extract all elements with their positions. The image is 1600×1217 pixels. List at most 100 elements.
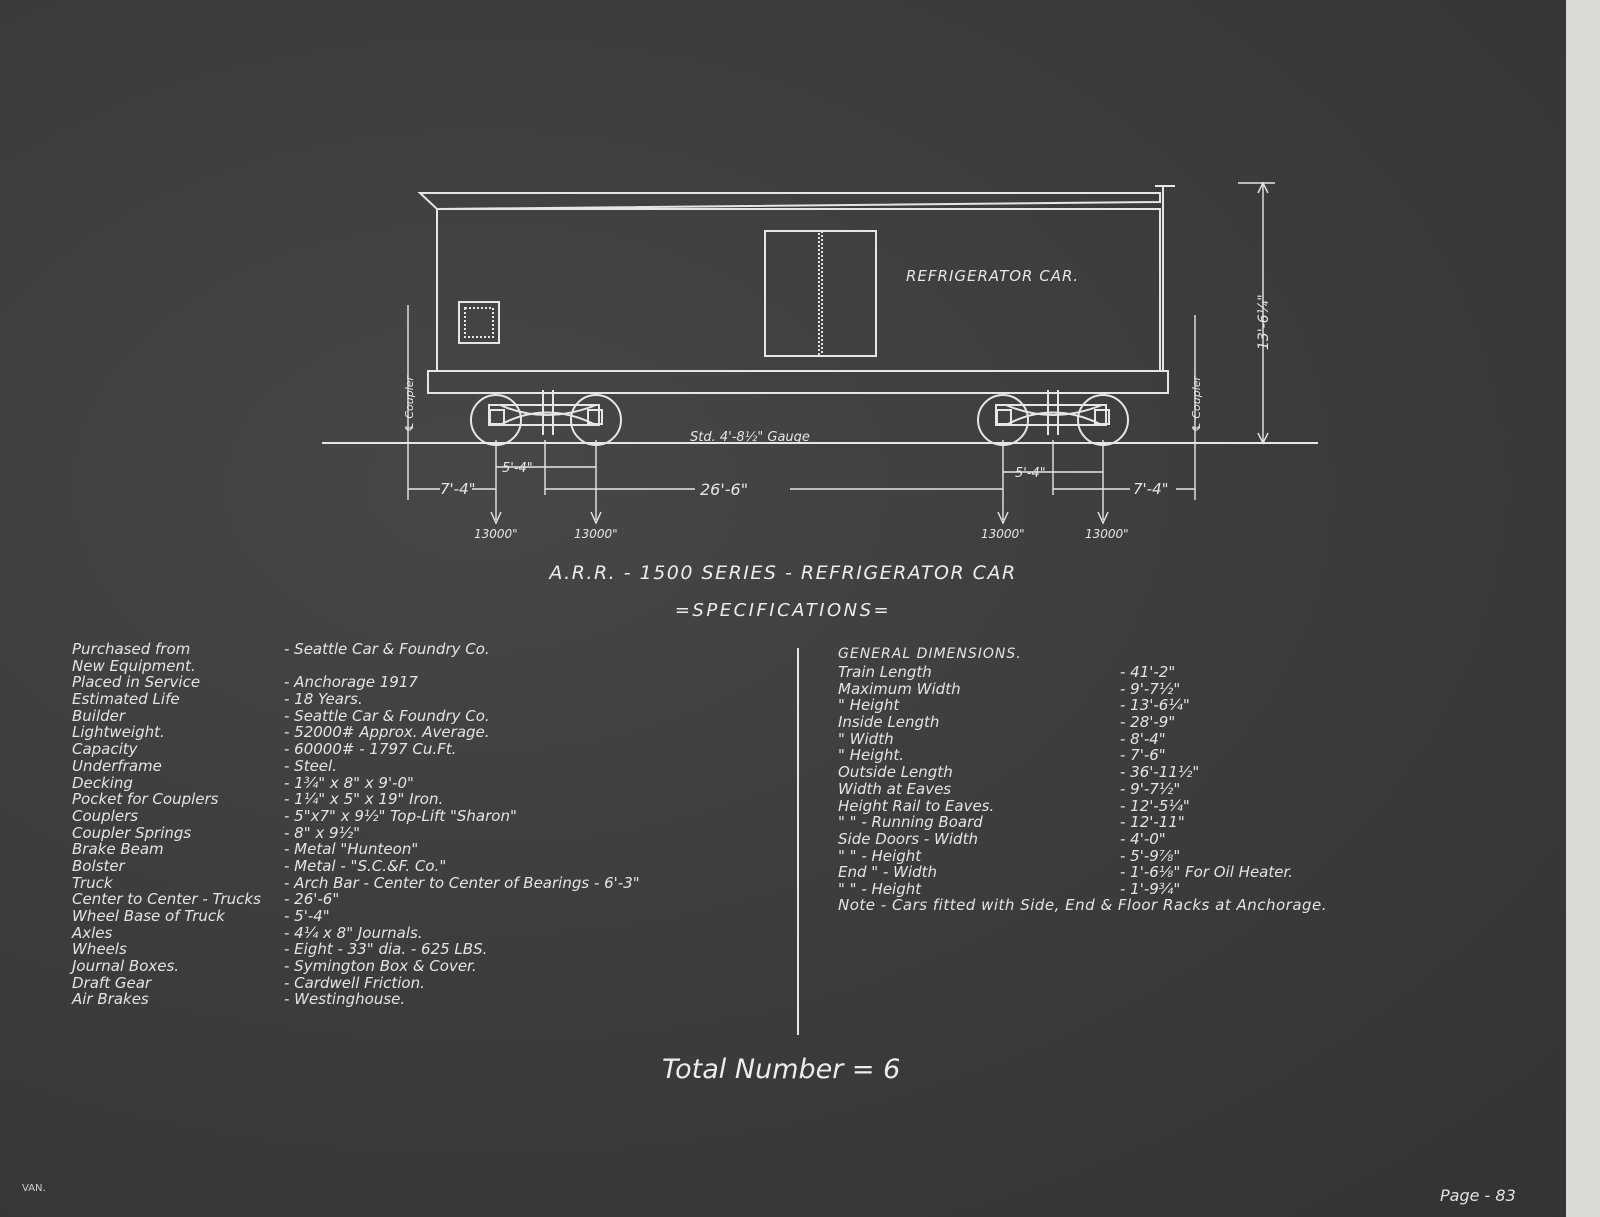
- load-label: 13000": [1085, 527, 1129, 541]
- spec-value: - Steel.: [284, 756, 337, 775]
- spec-label: New Equipment.: [72, 656, 196, 675]
- load-label: 13000": [981, 527, 1025, 541]
- spec-row: Train Length- 41'-2": [838, 664, 1558, 681]
- car-roof: [417, 192, 1161, 211]
- spec-value: - 12'-11": [1120, 813, 1185, 832]
- spec-label: End " - Width: [838, 863, 938, 882]
- spec-label: Capacity: [72, 740, 138, 759]
- racks-note: Note - Cars fitted with Side, End & Floo…: [838, 896, 1328, 914]
- coupler-left-label: ℄ Coupler: [403, 374, 416, 432]
- end-hatch: [458, 301, 500, 344]
- drafter-initials: VAN.: [22, 1183, 46, 1194]
- spec-label: Air Brakes: [72, 990, 149, 1009]
- spec-value: - Metal "Hunteon": [284, 840, 419, 859]
- spec-row: Draft Gear- Cardwell Friction.: [72, 975, 772, 992]
- spec-value: - Westinghouse.: [284, 990, 406, 1009]
- specs-right-column: GENERAL DIMENSIONS. Train Length- 41'-2"…: [838, 646, 1558, 898]
- spec-row: Journal Boxes.- Symington Box & Cover.: [72, 958, 772, 975]
- spec-value: - 5"x7" x 9½" Top-Lift "Sharon": [284, 806, 517, 825]
- spec-value: - 1'-9¾": [1120, 879, 1181, 898]
- spec-row: Center to Center - Trucks - 26'-6": [72, 891, 772, 908]
- wheelbase-right-label: 5'-4": [1015, 466, 1046, 481]
- side-door-right: [821, 230, 877, 357]
- spec-row: Underframe - Steel.: [72, 758, 772, 775]
- spec-label: Axles: [72, 923, 113, 942]
- spec-row: " " - Height - 5'-9⅞": [838, 846, 1558, 865]
- spec-label: " " - Height: [838, 846, 922, 865]
- spec-value: - 12'-5¼": [1120, 796, 1190, 815]
- spec-label: Inside Length: [838, 713, 940, 732]
- spec-label: Underframe: [72, 756, 162, 775]
- spec-label: Lightweight.: [72, 723, 165, 742]
- car-label: REFRIGERATOR CAR.: [906, 267, 1079, 285]
- spec-value: - Symington Box & Cover.: [284, 957, 477, 976]
- spec-value: - 8'-4": [1120, 729, 1166, 748]
- spec-label: Center to Center - Trucks: [72, 890, 261, 909]
- spec-value: - 26'-6": [284, 890, 340, 909]
- spec-label: Builder: [72, 706, 126, 725]
- spec-value: - 60000# - 1797 Cu.Ft.: [284, 740, 457, 759]
- load-label: 13000": [574, 527, 618, 541]
- spec-label: Pocket for Couplers: [72, 790, 219, 809]
- spec-value: - 28'-9": [1120, 713, 1176, 732]
- spec-row: Axles- 4¼ x 8" Journals.: [72, 923, 772, 942]
- spec-row: Truck - Arch Bar - Center to Center of Be…: [72, 873, 772, 892]
- spec-row: Brake Beam - Metal "Hunteon": [72, 841, 772, 858]
- spec-row: Builder - Seattle Car & Foundry Co.: [72, 708, 772, 725]
- spec-label: Purchased from: [72, 640, 191, 658]
- spec-value: - Seattle Car & Foundry Co.: [284, 706, 490, 725]
- general-dimensions-heading: GENERAL DIMENSIONS.: [838, 646, 1022, 662]
- specs-left-column: Purchased from - Seattle Car & Foundry Co…: [72, 641, 772, 1008]
- spec-label: " Height: [838, 696, 900, 715]
- spec-row: Capacity - 60000# - 1797 Cu.Ft.: [72, 741, 772, 758]
- spec-value: - Metal - "S.C.&F. Co.": [284, 856, 447, 875]
- spec-row: Decking - 1¾" x 8" x 9'-0": [72, 773, 772, 792]
- spec-label: Brake Beam: [72, 840, 164, 859]
- spec-value: - 8" x 9½": [284, 823, 361, 842]
- spec-value: - 1¾" x 8" x 9'-0": [284, 773, 414, 792]
- spec-value: - 41'-2": [1120, 663, 1176, 681]
- spec-value: - 52000# Approx. Average.: [284, 723, 490, 742]
- spec-row: " " - Height - 1'-9¾": [838, 881, 1558, 898]
- spec-row: Wheels- Eight - 33" dia. - 625 LBS.: [72, 941, 772, 958]
- spec-value: - 5'-4": [284, 907, 330, 925]
- spec-value: - 36'-11½": [1120, 763, 1200, 782]
- spec-value: - 13'-6¼": [1120, 696, 1190, 715]
- spec-row: " Width - 8'-4": [838, 731, 1558, 748]
- height-dimension: 13'-6¼": [1256, 294, 1272, 350]
- spec-label: Maximum Width: [838, 679, 961, 698]
- specifications-heading: =SPECIFICATIONS=: [674, 600, 892, 621]
- spec-row: End " - Width - 1'-6⅛" For Oil Heater.: [838, 864, 1558, 881]
- spec-label: Decking: [72, 773, 133, 792]
- side-door-left: [764, 230, 820, 357]
- spec-label: Side Doors - Width: [838, 829, 978, 848]
- total-number: Total Number = 6: [662, 1054, 901, 1085]
- spec-label: Couplers: [72, 806, 139, 825]
- spec-label: " Width: [838, 729, 894, 748]
- spec-row: Couplers - 5"x7" x 9½" Top-Lift "Sharon": [72, 808, 772, 825]
- spec-row: Air Brakes - Westinghouse.: [72, 991, 772, 1008]
- spec-value: - 9'-7½": [1120, 679, 1181, 698]
- spec-label: Placed in Service: [72, 673, 201, 692]
- spec-label: Estimated Life: [72, 690, 180, 709]
- spec-row: Wheel Base of Truck- 5'-4": [72, 908, 772, 925]
- overhang-left-label: 7'-4": [440, 480, 476, 498]
- spec-value: - Eight - 33" dia. - 625 LBS.: [284, 940, 488, 959]
- spec-label: Draft Gear: [72, 973, 152, 992]
- spec-label: Truck: [72, 873, 113, 892]
- spec-value: - 1'-6⅛" For Oil Heater.: [1120, 863, 1294, 882]
- spec-row: Purchased from- Seattle Car & Foundry Co…: [72, 641, 772, 658]
- spec-row: Side Doors - Width- 4'-0": [838, 831, 1558, 848]
- spec-row: Placed in Service- Anchorage 1917: [72, 674, 772, 691]
- spec-value: - 5'-9⅞": [1120, 846, 1181, 865]
- spec-label: Coupler Springs: [72, 823, 192, 842]
- coupler-right-label: ℄ Coupler: [1190, 374, 1203, 432]
- spec-value: - 1¼" x 5" x 19" Iron.: [284, 790, 444, 809]
- spec-value: - Arch Bar - Center to Center of Bearing…: [284, 873, 640, 892]
- spec-label: " " - Height: [838, 879, 922, 898]
- spec-label: Bolster: [72, 856, 125, 875]
- spec-row: Coupler Springs - 8" x 9½": [72, 823, 772, 842]
- spec-row: Inside Length - 28'-9": [838, 714, 1558, 731]
